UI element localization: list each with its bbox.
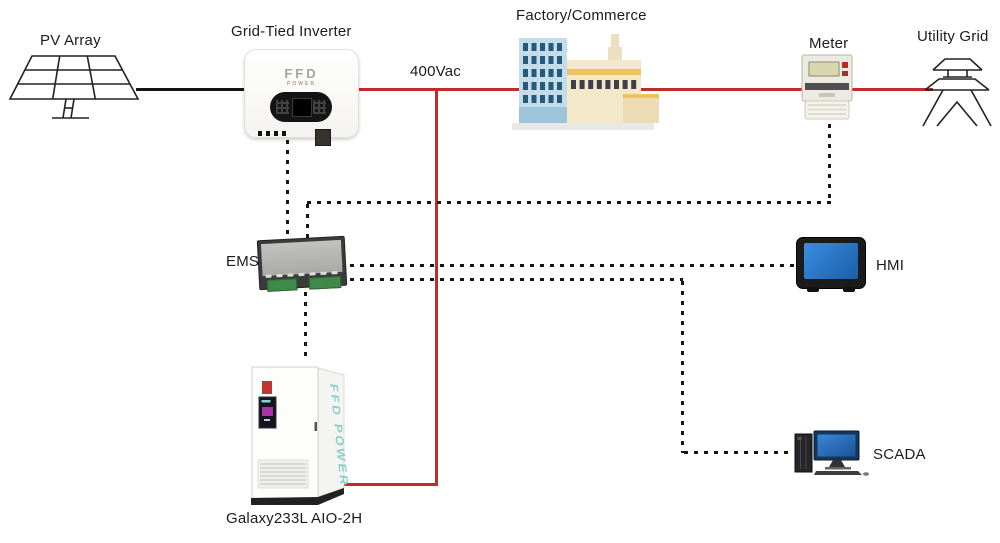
- meter-to-ems-comm-line: [307, 201, 831, 204]
- ems-icon: [256, 235, 348, 292]
- utility-grid-label: Utility Grid: [917, 28, 989, 45]
- scada-label: SCADA: [873, 446, 926, 463]
- factory-label: Factory/Commerce: [516, 7, 647, 24]
- inverter-screen: [292, 98, 312, 117]
- battery-cabinet-icon: FFD POWER: [246, 360, 350, 508]
- utility-grid-icon: [915, 50, 997, 128]
- pv-array-icon: [5, 52, 145, 124]
- hmi-foot-right: [843, 287, 855, 292]
- inverter-keypad-left: [276, 100, 289, 114]
- pv-array-label: PV Array: [40, 32, 101, 49]
- inverter-icon: FFD POWER: [244, 49, 359, 146]
- comm-drop-to-ems-line: [306, 204, 309, 240]
- meter-label: Meter: [809, 35, 849, 52]
- pv-to-inverter-line: [136, 88, 246, 91]
- hmi-screen: [804, 243, 858, 279]
- ems-terminal-block-right: [308, 275, 342, 290]
- hmi-label: HMI: [876, 257, 905, 274]
- comm-to-scada-line: [684, 451, 792, 454]
- meter-icon: [798, 52, 858, 122]
- scada-comm-drop-line: [681, 281, 684, 453]
- scada-icon: [792, 429, 874, 477]
- inverter-keypad-right: [313, 100, 326, 114]
- meter-comm-drop-line: [828, 124, 831, 202]
- ac-branch-down-line: [435, 91, 438, 485]
- factory-icon: [505, 33, 661, 133]
- inverter-brand-subtext: POWER: [287, 81, 316, 87]
- inverter-body: FFD POWER: [244, 49, 359, 146]
- hmi-foot-left: [807, 287, 819, 292]
- hmi-tablet: [796, 237, 866, 292]
- inverter-display-panel: [270, 92, 332, 122]
- inverter-to-ems-comm-line: [286, 140, 289, 240]
- inverter-brand-text: FFD: [284, 66, 319, 81]
- ems-terminal-block-left: [266, 278, 298, 292]
- ac-bus-line: [355, 88, 933, 91]
- ems-label: EMS: [226, 253, 260, 270]
- hmi-icon: [796, 237, 866, 292]
- inverter-label: Grid-Tied Inverter: [231, 23, 352, 40]
- ac-voltage-label: 400Vac: [410, 63, 461, 80]
- inverter-bottom-connectors: [258, 131, 290, 136]
- inverter-connector-plug: [315, 129, 331, 146]
- ems-to-hmi-comm-line: [350, 264, 796, 267]
- battery-label: Galaxy233L AIO-2H: [226, 510, 363, 527]
- ems-to-scada-comm-line: [350, 278, 683, 281]
- ac-to-battery-line: [344, 483, 438, 486]
- ems-to-battery-comm-line: [304, 292, 307, 360]
